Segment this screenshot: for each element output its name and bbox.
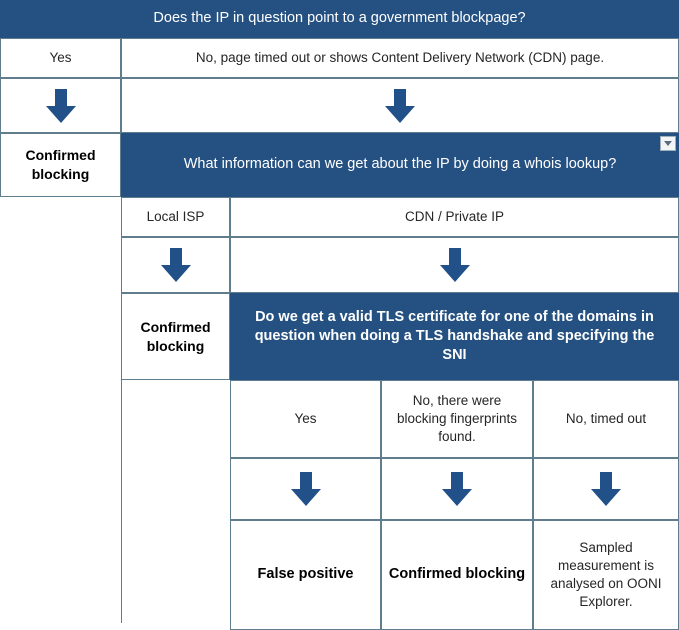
arrow-cell-q2-local-isp: [121, 237, 230, 293]
q2-answer-local-isp: Local ISP: [121, 197, 230, 237]
q3-answer-blocking-fingerprints: No, there were blocking fingerprints fou…: [381, 380, 533, 458]
down-arrow-icon: [45, 88, 76, 123]
chevron-down-icon: [664, 141, 672, 146]
outcome-q3-confirmed-blocking: Confirmed blocking: [381, 520, 533, 630]
arrow-cell-q1-yes: [0, 78, 121, 133]
q3-answer-yes: Yes: [230, 380, 381, 458]
down-arrow-icon: [439, 248, 470, 282]
outcome-q2-confirmed-blocking: Confirmed blocking: [121, 293, 230, 380]
question-1-banner: Does the IP in question point to a gover…: [0, 0, 679, 38]
outcome-q3-sampled-measurement: Sampled measurement is analysed on OONI …: [533, 520, 679, 630]
down-arrow-icon: [591, 472, 621, 506]
arrow-cell-q3-fingerprints: [381, 458, 533, 520]
down-arrow-icon: [290, 472, 321, 506]
q1-answer-yes: Yes: [0, 38, 121, 78]
question-2-banner: What information can we get about the IP…: [121, 133, 679, 197]
q3-answer-timed-out: No, timed out: [533, 380, 679, 458]
filter-dropdown-button[interactable]: [660, 136, 676, 151]
down-arrow-icon: [160, 248, 191, 282]
question-3-banner: Do we get a valid TLS certificate for on…: [230, 293, 679, 380]
q1-answer-no: No, page timed out or shows Content Deli…: [121, 38, 679, 78]
down-arrow-icon: [385, 88, 415, 123]
down-arrow-icon: [442, 472, 472, 506]
q2-answer-cdn-private-ip: CDN / Private IP: [230, 197, 679, 237]
outcome-q1-confirmed-blocking: Confirmed blocking: [0, 133, 121, 197]
arrow-cell-q2-cdn: [230, 237, 679, 293]
arrow-cell-q3-yes: [230, 458, 381, 520]
arrow-cell-q3-timeout: [533, 458, 679, 520]
outcome-q3-false-positive: False positive: [230, 520, 381, 630]
left-empty-column: [0, 197, 122, 623]
arrow-cell-q1-no: [121, 78, 679, 133]
